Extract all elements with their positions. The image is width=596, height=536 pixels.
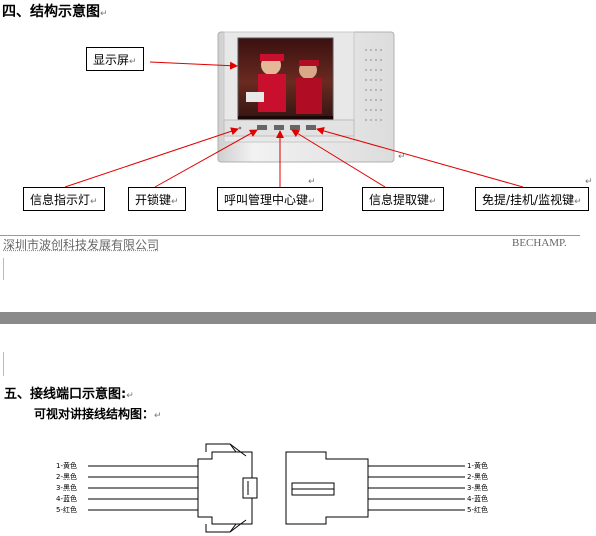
handsfree-key bbox=[306, 125, 316, 130]
wiring-diagram bbox=[88, 443, 465, 533]
call-center-key bbox=[274, 125, 284, 130]
callout-handsfree-label: 免提/挂机/监视键 bbox=[482, 193, 575, 207]
section-5-heading: 五、接线端口示意图:↵ bbox=[4, 383, 134, 402]
callout-display-label: 显示屏 bbox=[93, 53, 130, 67]
callout-info-fetch: 信息提取键↵ bbox=[362, 187, 444, 211]
paragraph-mark: ↵ bbox=[308, 177, 316, 187]
wire-label-right: 2-黑色 bbox=[467, 473, 488, 481]
left-connector bbox=[197, 451, 253, 525]
section-4-heading: 四、结构示意图↵ bbox=[2, 1, 108, 21]
page-gap bbox=[0, 312, 596, 324]
wire-label-right: 1-黄色 bbox=[467, 462, 488, 470]
arrow-handsfree bbox=[316, 127, 524, 188]
section-5-subtitle: 可视对讲接线结构图：↵ bbox=[34, 405, 162, 422]
section-4-title: 四、结构示意图 bbox=[2, 4, 100, 20]
unlock-key bbox=[257, 125, 267, 130]
callout-call-center-label: 呼叫管理中心键 bbox=[224, 193, 309, 207]
footer-rule bbox=[0, 235, 580, 236]
info-fetch-key bbox=[290, 125, 300, 130]
callout-call-center: 呼叫管理中心键↵ bbox=[217, 187, 323, 211]
footer-company: 深圳市波创科技发展有限公司 bbox=[3, 238, 160, 252]
callout-unlock-label: 开锁键 bbox=[135, 193, 172, 207]
arrow-indicator bbox=[64, 127, 239, 188]
arrow-unlock bbox=[154, 129, 258, 188]
paragraph-mark: ↵ bbox=[154, 411, 162, 421]
wire-label-left: 5-红色 bbox=[56, 506, 77, 514]
arrow-info-fetch bbox=[291, 129, 386, 188]
section-5-subtitle-text: 可视对讲接线结构图： bbox=[34, 407, 155, 421]
callout-indicator: 信息指示灯↵ bbox=[23, 187, 105, 211]
paragraph-mark: ↵ bbox=[574, 197, 582, 207]
wire-label-right: 4-蓝色 bbox=[467, 495, 488, 503]
intercom-device-illustration bbox=[217, 31, 395, 163]
arrow-display bbox=[149, 61, 238, 70]
section-5-title: 五、接线端口示意图: bbox=[4, 387, 127, 402]
callout-info-fetch-label: 信息提取键 bbox=[369, 193, 430, 207]
wire-label-right: 3-黑色 bbox=[467, 484, 488, 492]
paragraph-mark: ↵ bbox=[429, 197, 437, 207]
wire-label-left: 1-黄色 bbox=[56, 462, 77, 470]
footer-brand: BECHAMP. bbox=[512, 237, 567, 249]
callout-arrows bbox=[64, 61, 524, 188]
wire-label-left: 2-黑色 bbox=[56, 473, 77, 481]
paragraph-mark: ↵ bbox=[308, 197, 316, 207]
wire-label-left: 3-黑色 bbox=[56, 484, 77, 492]
text-cursor bbox=[3, 258, 4, 280]
paragraph-mark: ↵ bbox=[90, 197, 98, 207]
paragraph-mark: ↵ bbox=[171, 197, 179, 207]
paragraph-mark: ↵ bbox=[585, 177, 593, 187]
callout-unlock: 开锁键↵ bbox=[128, 187, 186, 211]
wire-label-right: 5-红色 bbox=[467, 506, 488, 514]
indicator-led bbox=[238, 126, 242, 130]
paragraph-mark: ↵ bbox=[100, 9, 108, 19]
callout-indicator-label: 信息指示灯 bbox=[30, 193, 91, 207]
paragraph-mark: ↵ bbox=[129, 57, 137, 67]
callout-display: 显示屏↵ bbox=[86, 47, 144, 71]
paragraph-mark: ↵ bbox=[398, 152, 406, 162]
wire-label-left: 4-蓝色 bbox=[56, 495, 77, 503]
paragraph-mark: ↵ bbox=[126, 391, 134, 401]
speaker-grille bbox=[365, 49, 382, 121]
text-cursor bbox=[3, 352, 4, 376]
callout-handsfree: 免提/挂机/监视键↵ bbox=[475, 187, 589, 211]
